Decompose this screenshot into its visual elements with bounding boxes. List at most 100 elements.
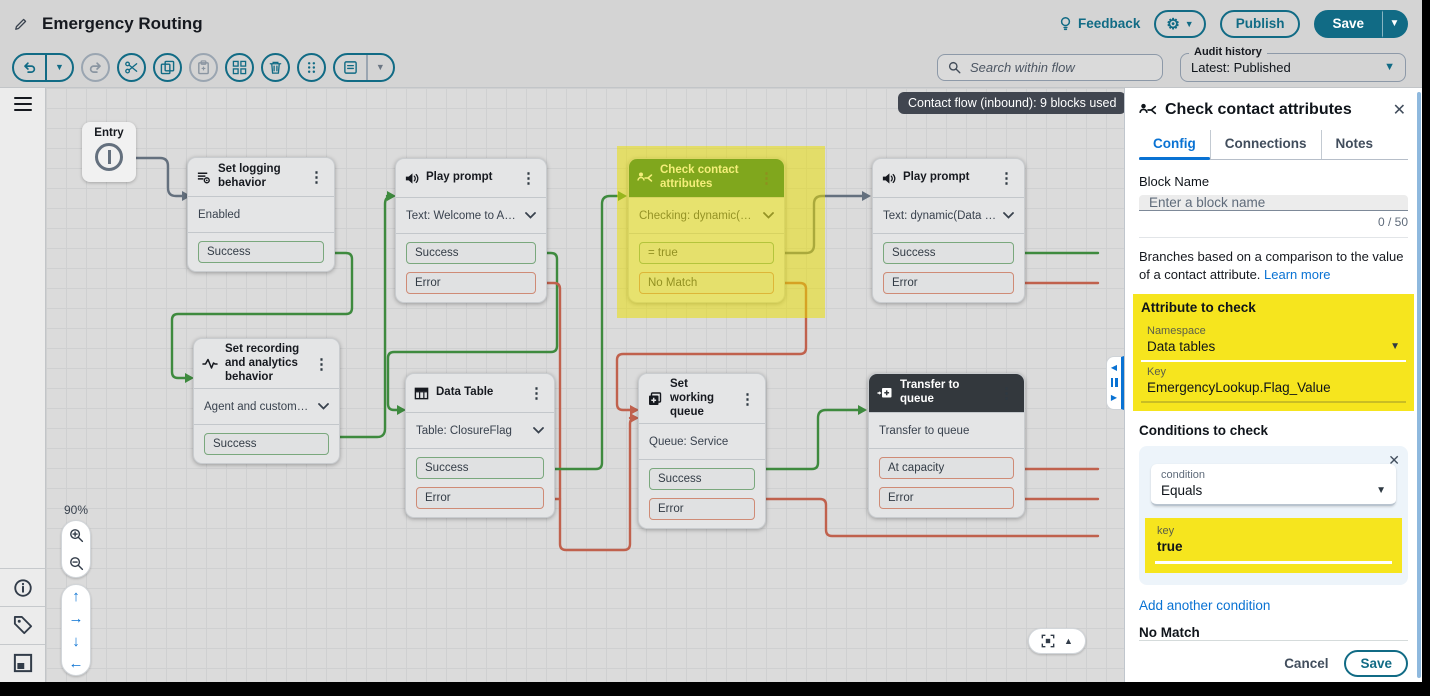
block-header[interactable]: Transfer to queue⋮ (869, 374, 1024, 412)
tags-button[interactable] (13, 615, 33, 635)
paste-button[interactable] (188, 52, 218, 82)
pan-up-button[interactable]: ↑ (72, 587, 80, 605)
resize-handle-icon[interactable] (1110, 378, 1118, 388)
block-header[interactable]: Play prompt⋮ (873, 159, 1024, 197)
block-header[interactable]: Play prompt⋮ (396, 159, 546, 197)
blocks-menu-toggle[interactable] (14, 97, 32, 111)
block-play-prompt-1[interactable]: Play prompt⋮Text: Welcome to Any C... Suc… (395, 158, 547, 303)
block-menu-icon[interactable]: ⋮ (314, 355, 329, 373)
block-menu-icon[interactable]: ⋮ (999, 170, 1014, 187)
collapse-left-icon[interactable]: ◀ (1110, 363, 1118, 373)
chevron-down-icon[interactable] (533, 427, 544, 434)
tab-connections[interactable]: Connections (1209, 130, 1321, 159)
block-menu-icon[interactable]: ⋮ (759, 170, 774, 187)
cancel-button[interactable]: Cancel (1284, 656, 1329, 672)
block-summary[interactable]: Table: ClosureFlag (406, 412, 554, 449)
group-blocks-button[interactable] (224, 52, 254, 82)
branch-success[interactable]: Success (649, 468, 755, 491)
undo-button[interactable] (14, 55, 45, 80)
block-play-prompt-2[interactable]: Play prompt⋮Text: dynamic(Data table... S… (872, 158, 1025, 303)
branch-success[interactable]: Success (883, 242, 1014, 264)
block-menu-icon[interactable]: ⋮ (999, 385, 1014, 402)
branch-success[interactable]: Success (406, 242, 536, 264)
feedback-button[interactable]: Feedback (1059, 16, 1140, 31)
close-icon[interactable]: ✕ (1392, 102, 1406, 119)
block-summary[interactable]: Transfer to queue (869, 412, 1024, 449)
edit-title-pencil-icon[interactable] (14, 17, 28, 31)
block-header[interactable]: Data Table⋮ (406, 374, 554, 412)
chevron-down-icon[interactable] (525, 212, 536, 219)
zoom-out-button[interactable] (62, 549, 90, 577)
block-menu-icon[interactable]: ⋮ (309, 169, 324, 186)
zoom-in-button[interactable] (62, 521, 90, 549)
add-condition-link[interactable]: Add another condition (1139, 598, 1271, 614)
namespace-select[interactable]: Namespace Data tables▼ (1141, 321, 1406, 360)
block-header[interactable]: Set logging behavior⋮ (188, 158, 334, 196)
chevron-down-icon[interactable] (318, 403, 329, 411)
search-input[interactable] (968, 58, 1152, 76)
block-header[interactable]: Set recording and analytics behavior⋮ (194, 339, 339, 388)
redo-button[interactable] (80, 52, 110, 82)
pan-left-button[interactable]: ← (68, 655, 84, 673)
block-set-recording-and-analytics-behavior[interactable]: Set recording and analytics behavior⋮Age… (193, 338, 340, 465)
expand-right-icon[interactable]: ▶ (1110, 392, 1118, 402)
block-menu-icon[interactable]: ⋮ (521, 170, 536, 187)
annotations-menu-caret[interactable]: ▼ (365, 54, 393, 80)
branch-at-capacity[interactable]: At capacity (879, 457, 1014, 479)
pan-down-button[interactable]: ↓ (72, 632, 80, 650)
branch-error[interactable]: Error (649, 498, 755, 521)
delete-button[interactable] (260, 52, 290, 82)
settings-button[interactable]: ⚙ ▼ (1154, 9, 1206, 38)
block-summary[interactable]: Queue: Service (639, 423, 765, 461)
collapse-up-icon[interactable]: ▲ (1064, 636, 1073, 646)
save-button[interactable]: Save (1314, 9, 1382, 38)
block-header[interactable]: Set working queue⋮ (639, 374, 765, 423)
block-header[interactable]: Check contact attributes⋮ (629, 159, 784, 197)
block-summary[interactable]: Enabled (188, 196, 334, 233)
branch-error[interactable]: Error (416, 487, 544, 509)
cut-button[interactable] (116, 52, 146, 82)
remove-condition-icon[interactable]: ✕ (1388, 452, 1400, 469)
undo-menu-caret[interactable]: ▼ (45, 54, 72, 80)
block-summary[interactable]: Checking: dynamic(Data t... (629, 197, 784, 234)
branch-success[interactable]: Success (198, 241, 324, 263)
annotations-button[interactable] (335, 55, 366, 80)
block-transfer-to-queue[interactable]: Transfer to queue⋮Transfer to queue At ca… (868, 373, 1025, 518)
block-check-contact-attributes[interactable]: Check contact attributes⋮Checking: dynam… (628, 158, 785, 303)
audit-history-select[interactable]: Audit history Latest: Published ▼ (1180, 45, 1406, 82)
copy-button[interactable] (152, 52, 182, 82)
branch-success[interactable]: Success (416, 457, 544, 479)
panel-layout-button[interactable] (13, 653, 33, 673)
drag-handle-button[interactable] (296, 52, 326, 82)
branch-error[interactable]: Error (879, 487, 1014, 509)
block-summary[interactable]: Agent and customer voic... (194, 388, 339, 426)
block-menu-icon[interactable]: ⋮ (740, 390, 755, 408)
panel-save-button[interactable]: Save (1344, 650, 1408, 678)
entry-point-block[interactable]: Entry (82, 122, 136, 182)
branch-error[interactable]: Error (883, 272, 1014, 294)
panel-scrollbar[interactable] (1417, 92, 1421, 678)
chevron-down-icon[interactable] (1003, 212, 1014, 219)
branch-success[interactable]: Success (204, 433, 329, 456)
chevron-down-icon[interactable] (763, 212, 774, 219)
block-summary[interactable]: Text: dynamic(Data table... (873, 197, 1024, 234)
learn-more-link[interactable]: Learn more (1264, 267, 1331, 283)
pan-right-button[interactable]: → (68, 610, 84, 628)
tab-config[interactable]: Config (1139, 130, 1210, 160)
condition-select[interactable]: condition Equals▼ (1151, 464, 1396, 507)
condition-key-field[interactable]: key true (1155, 525, 1392, 565)
save-menu-caret[interactable]: ▼ (1382, 9, 1408, 38)
block-menu-icon[interactable]: ⋮ (529, 385, 544, 402)
block-name-input[interactable] (1139, 195, 1408, 211)
tab-notes[interactable]: Notes (1320, 130, 1388, 159)
key-field[interactable]: Key EmergencyLookup.Flag_Value (1141, 360, 1406, 404)
fit-to-screen-icon[interactable] (1041, 634, 1055, 648)
block-summary[interactable]: Text: Welcome to Any C... (396, 197, 546, 234)
branch-error[interactable]: Error (406, 272, 536, 294)
info-button[interactable] (13, 578, 33, 598)
branch-no-match[interactable]: No Match (639, 272, 774, 294)
branch-true[interactable]: = true (639, 242, 774, 264)
